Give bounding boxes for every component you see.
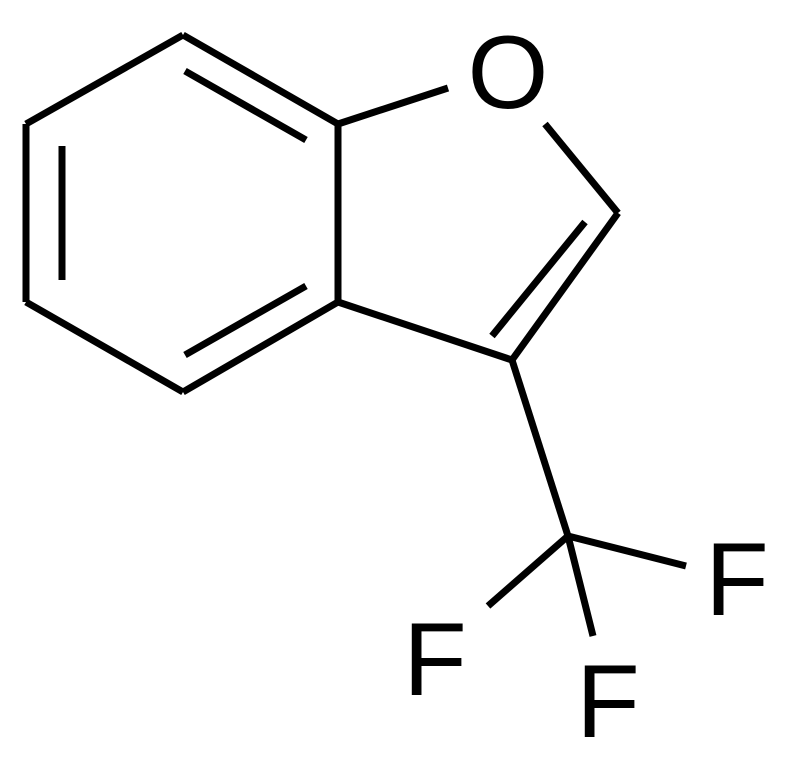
bond-c7a-c7: [181, 31, 340, 128]
atom-fluorine-left: F: [403, 602, 467, 718]
bond-c7a-o1: [336, 84, 450, 128]
bond-c3-cf3: [508, 358, 572, 538]
bond-c2-c3-inner: [489, 219, 588, 339]
bond-cf3-f-bottom: [564, 535, 597, 637]
bond-cf3-f-left: [485, 533, 571, 609]
bond-cf3-f-right: [567, 532, 687, 570]
bond-c5-c4: [24, 298, 185, 396]
bond-c7-c6: [24, 31, 185, 128]
atom-fluorine-right: F: [705, 522, 769, 638]
bond-c4-c3a: [181, 298, 340, 396]
bond-c2-c3: [509, 210, 621, 363]
bond-o1-c2: [542, 121, 621, 216]
atom-fluorine-bottom: F: [576, 644, 640, 760]
bond-c4-c3a-inner: [183, 282, 308, 359]
bond-c3-c3a: [336, 298, 514, 364]
bond-c7a-c7-inner: [183, 67, 308, 144]
atom-oxygen: O: [468, 15, 549, 131]
